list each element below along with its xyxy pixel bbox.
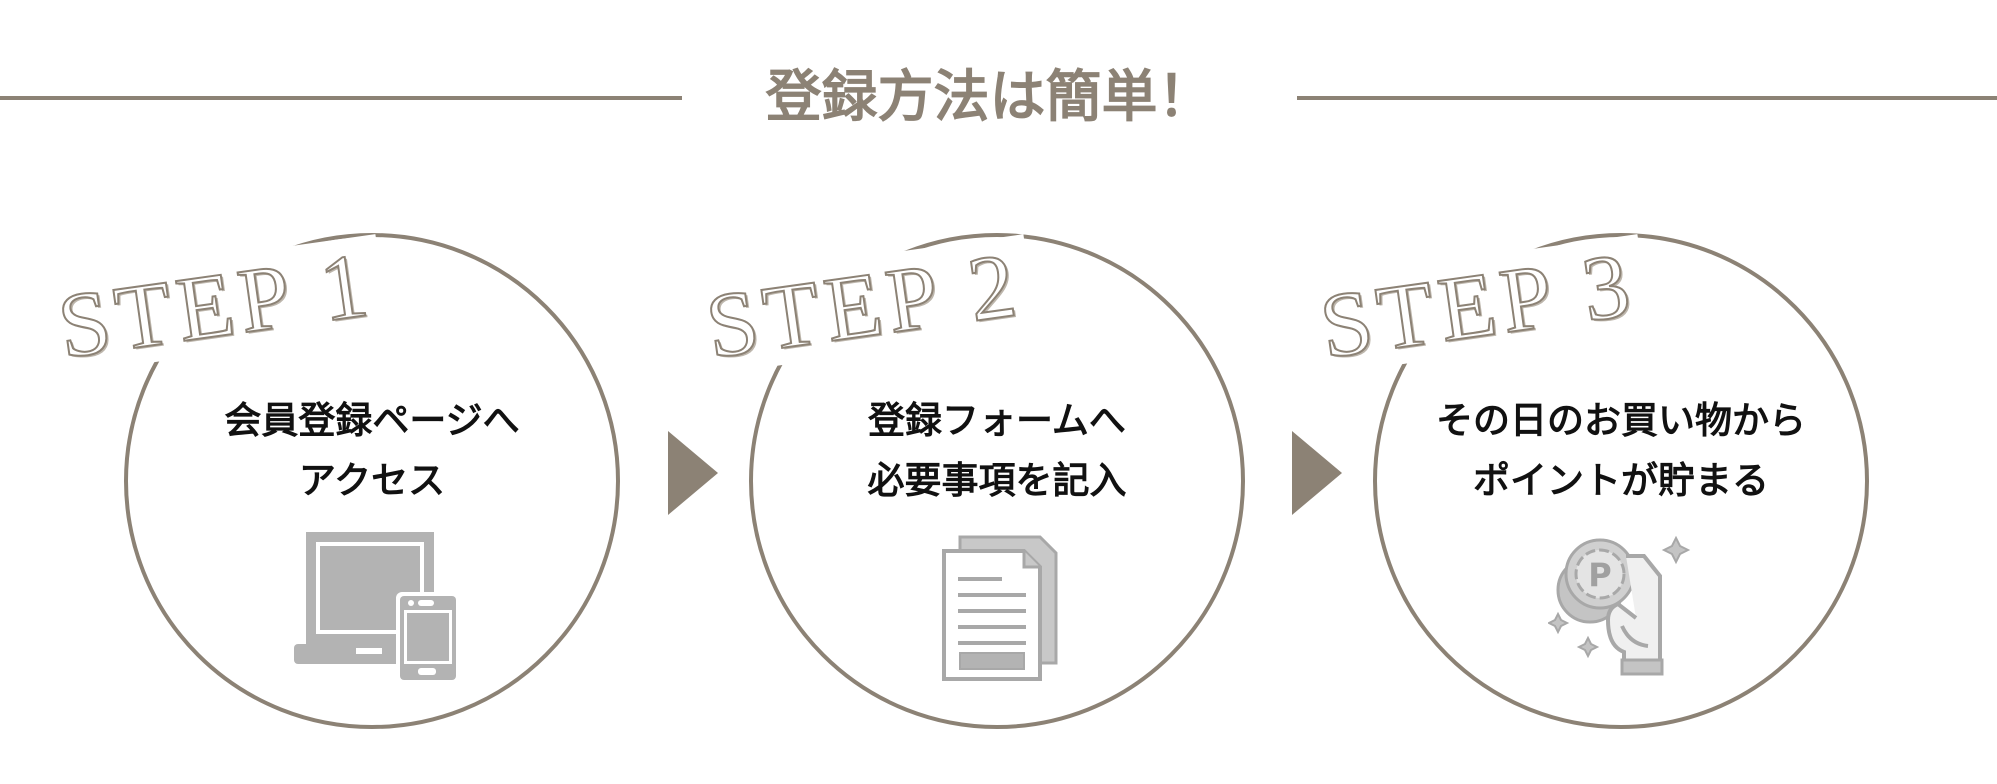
title-rule-right [1297, 96, 1997, 100]
step-3-line1: その日のお買い物から [1436, 399, 1806, 442]
page-title: 登録方法は簡単！ [765, 65, 1214, 130]
step-3-circle [1373, 233, 1869, 729]
step-3-line2: ポイントが貯まる [1473, 459, 1769, 502]
step-2-line2: 必要事項を記入 [867, 459, 1127, 502]
step-2-circle [749, 233, 1245, 729]
step-1-line1: 会員登録ページへ [224, 399, 520, 442]
svg-text:P: P [1588, 556, 1611, 594]
document-icon [942, 535, 1058, 681]
point-coin-hand-icon: P [1548, 535, 1691, 676]
step-1-line2: アクセス [298, 459, 446, 502]
devices-icon [294, 532, 458, 684]
arrow-icon [1292, 431, 1342, 515]
arrow-icon [668, 431, 718, 515]
title-rule-left [0, 96, 682, 100]
step-2-line1: 登録フォームへ [868, 399, 1126, 442]
